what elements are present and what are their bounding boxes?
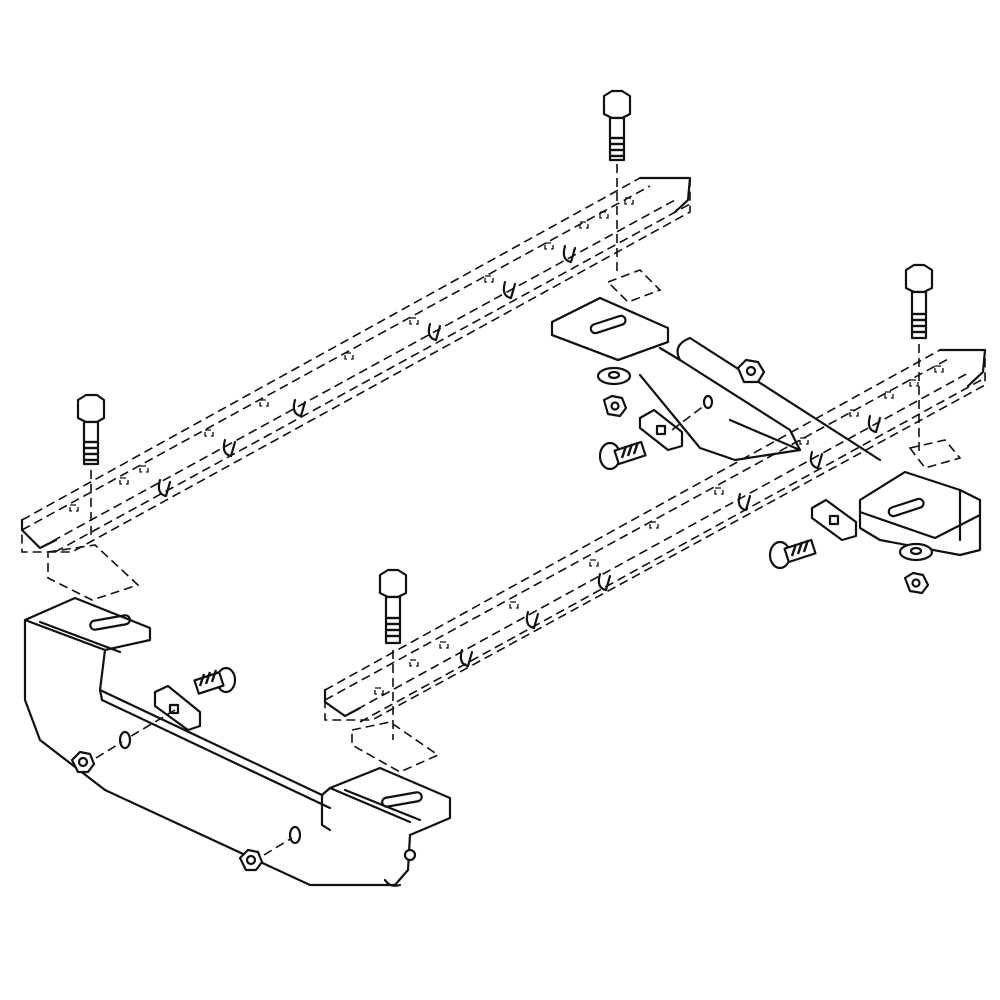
spacer-plate-front-left <box>47 544 140 601</box>
lock-nut-rear-right <box>903 571 930 595</box>
flat-washer-rear-right <box>898 542 934 562</box>
lock-nut-rear-left <box>602 394 628 418</box>
spacer-plate-rear-right <box>908 439 962 469</box>
front-crossmember-bracket <box>23 596 452 887</box>
hex-head-bolt-rear-left <box>602 89 632 275</box>
rail-left <box>20 176 692 553</box>
hex-nut-front-1 <box>70 741 123 774</box>
square-spacer-block-front <box>127 684 202 739</box>
hex-head-bolt-left <box>76 393 106 540</box>
carriage-bolt-rear-right <box>768 538 817 570</box>
rail-right <box>323 348 987 723</box>
flat-washer-rear-left <box>596 366 632 386</box>
hex-nut-front-2 <box>238 837 293 872</box>
hex-head-bolt-rear-right <box>904 263 934 455</box>
carriage-bolt-rear-left <box>598 440 647 471</box>
rear-crossmember-bracket <box>550 296 982 557</box>
spacer-plate-front-right <box>351 721 440 773</box>
square-spacer-block-rear-right <box>810 498 858 542</box>
hex-head-bolt-front-right <box>378 568 408 740</box>
square-spacer-block-rear-left <box>638 404 706 452</box>
carriage-bolt-front <box>193 666 237 695</box>
spacer-plate-rear-left <box>606 269 662 303</box>
hex-nut-rear-center <box>736 358 766 384</box>
